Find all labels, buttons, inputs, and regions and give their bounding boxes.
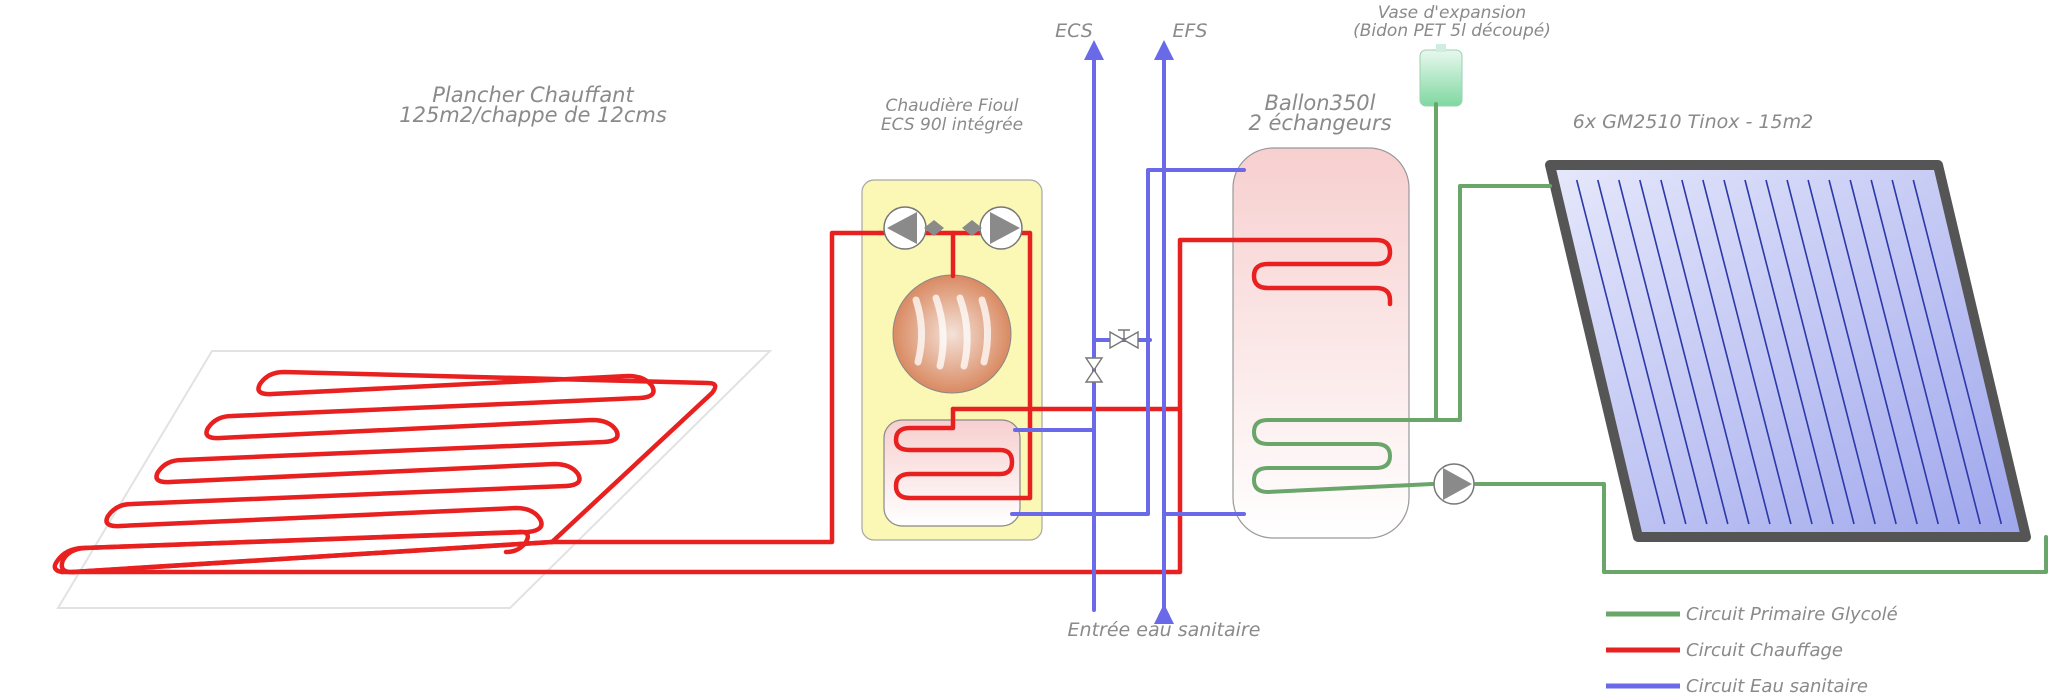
sanitary-circuit	[1010, 40, 1246, 624]
tank-upper-coil	[1177, 237, 1393, 412]
check-valve-icon	[924, 220, 944, 236]
pump-arrow-icon	[887, 212, 917, 244]
expansion-vessel-cap	[1436, 44, 1446, 52]
floor-supply-pipe	[549, 230, 883, 545]
solar-tube-line	[1807, 179, 1897, 525]
storage-tank-350l	[1232, 147, 1410, 539]
boiler-internal-loop	[877, 230, 1033, 501]
ballon-title: Ballon350l	[1264, 91, 1375, 115]
legend-label-heating: Circuit Chauffage	[1686, 640, 1843, 661]
ecs-label: ECS	[1055, 20, 1093, 42]
floor-coil-segment	[69, 539, 555, 575]
solar-tube-line	[1639, 179, 1729, 525]
solar-tube-line	[1828, 179, 1918, 525]
efs-label: EFS	[1173, 20, 1208, 42]
legend-label-sanitary: Circuit Eau sanitaire	[1686, 676, 1868, 694]
plancher-title: Plancher Chauffant	[432, 83, 634, 107]
mixing-valve	[1084, 329, 1139, 383]
expansion-vessel	[1419, 44, 1463, 107]
solar-return-pipe	[1474, 482, 2048, 574]
solar-tube-line	[1786, 179, 1876, 525]
vase-title: Vase d'expansion	[1378, 3, 1526, 23]
heating-circuit	[52, 230, 1393, 575]
entree-label: Entrée eau sanitaire	[1068, 619, 1261, 641]
solar-tube-line	[1849, 179, 1939, 525]
flame-icon	[912, 294, 991, 370]
valve-icon	[1084, 357, 1104, 383]
valve-handle-icon	[1118, 329, 1130, 340]
tank-lower-coil	[1252, 184, 1552, 494]
solar-tube-line	[1660, 179, 1750, 525]
ballon-subtitle: 2 échangeurs	[1248, 111, 1391, 135]
solar-tube-line	[1891, 179, 1981, 525]
pump-arrow-icon	[990, 212, 1020, 244]
plancher-subtitle: 125m2/chappe de 12cms	[399, 103, 667, 127]
chaudiere-title: Chaudière Fioul	[885, 96, 1018, 116]
floor-return-pipe	[59, 406, 1183, 575]
solar-tube-line	[1618, 179, 1708, 525]
check-valve-icon	[962, 220, 982, 236]
chaudiere-subtitle: ECS 90l intégrée	[881, 115, 1023, 135]
floor-heating-slab	[56, 350, 773, 609]
capteurs-label: 6x GM2510 Tinox - 15m2	[1573, 111, 1813, 133]
solar-tube-line	[1912, 179, 2003, 525]
solar-panel-tubes	[1575, 179, 2003, 525]
floor-slab-outline	[56, 350, 773, 609]
solar-tube-line	[1744, 179, 1834, 525]
entree-arrow-icon	[1158, 604, 1170, 616]
solar-tube-line	[1702, 179, 1792, 525]
burner-chamber	[892, 274, 1012, 394]
storage-tank-body	[1232, 147, 1410, 539]
pump-arrow-icon	[1443, 468, 1472, 500]
expansion-vessel-body	[1419, 49, 1463, 107]
cold-feed-to-tank	[1010, 168, 1246, 516]
floor-coil	[52, 369, 718, 575]
solar-tube-line	[1870, 179, 1960, 525]
solar-tube-line	[1597, 179, 1687, 525]
solar-pump	[1433, 463, 1475, 505]
solar-tube-line	[1681, 179, 1771, 525]
glycol-circuit	[1252, 102, 2048, 574]
vase-subtitle: (Bidon PET 5l découpé)	[1353, 21, 1551, 41]
solar-tube-line	[1765, 179, 1855, 525]
legend-label-glycol: Circuit Primaire Glycolé	[1686, 604, 1898, 625]
solar-tube-line	[1723, 179, 1813, 525]
solar-tube-line	[1575, 179, 1666, 525]
legend: Circuit Primaire Glycolé Circuit Chauffa…	[1606, 604, 1898, 694]
boiler-pumps	[883, 206, 1023, 250]
solar-collector-panel	[1545, 160, 2031, 542]
